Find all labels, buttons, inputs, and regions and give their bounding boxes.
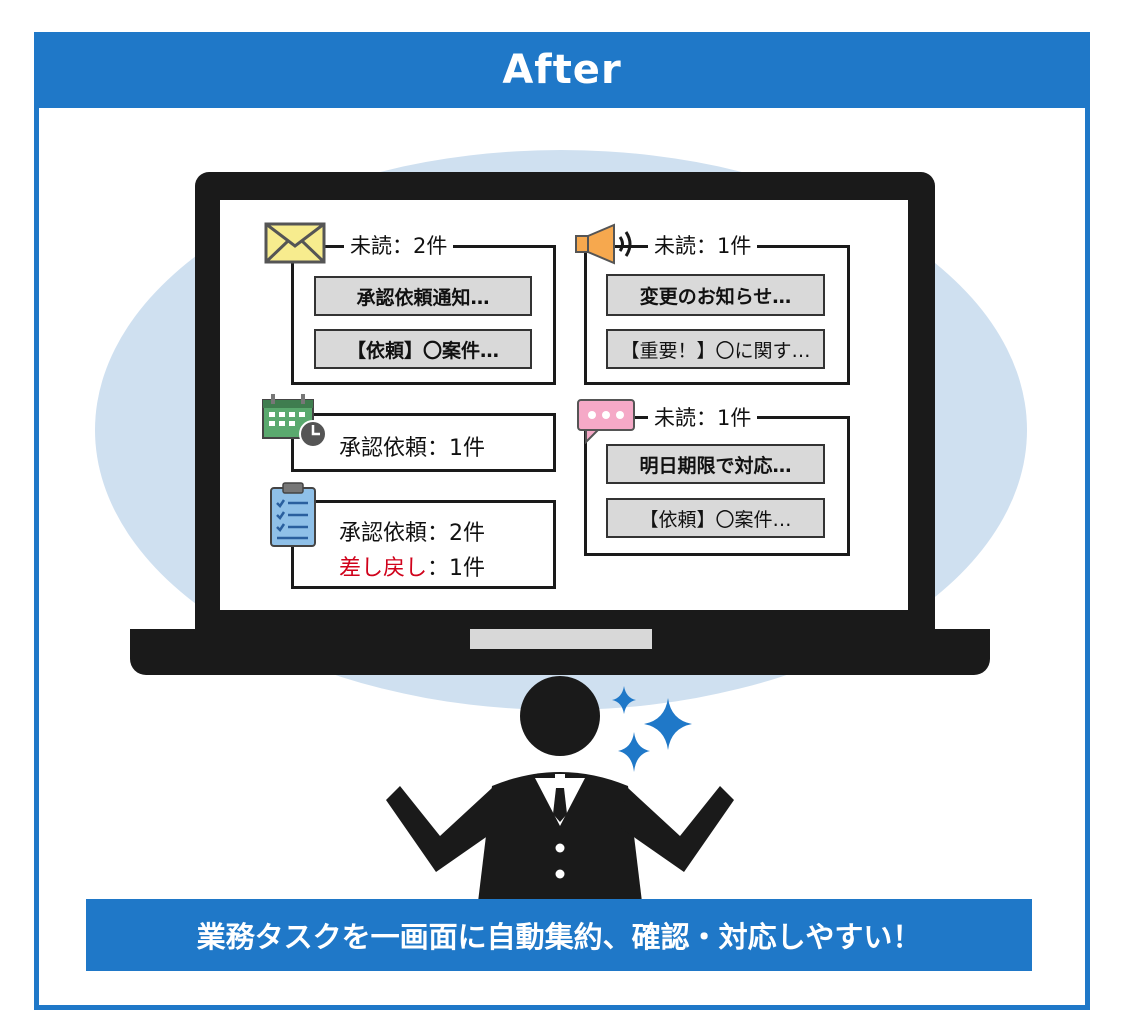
- tasks-returned-line: 差し戻し：1件: [339, 550, 485, 582]
- clipboard-checklist-icon: [270, 482, 316, 547]
- chat-item-1[interactable]: 明日期限で対応…: [606, 444, 825, 484]
- chat-bubble-icon: [577, 399, 635, 444]
- envelope-icon: [264, 222, 326, 264]
- laptop-trackpad: [470, 629, 652, 649]
- after-header: After: [34, 32, 1090, 108]
- megaphone-icon: [575, 223, 632, 265]
- announce-unread-label: 未読：1件: [648, 234, 758, 258]
- tasks-approval-text: 承認依頼：2件: [339, 521, 485, 546]
- summary-banner: 業務タスクを一画面に自動集約、確認・対応しやすい！: [86, 899, 1032, 971]
- calendar-panel: [291, 413, 556, 472]
- chat-item-2[interactable]: 【依頼】〇案件…: [606, 498, 825, 538]
- calendar-clock-icon: [262, 394, 327, 448]
- tasks-returned-label: 差し戻し: [339, 556, 428, 581]
- chat-unread-label: 未読：1件: [648, 406, 758, 430]
- announce-item-2[interactable]: 【重要！】〇に関す…: [606, 329, 825, 369]
- announce-item-1[interactable]: 変更のお知らせ…: [606, 274, 825, 316]
- tasks-returned-count: ：1件: [427, 556, 486, 581]
- calendar-approval-text: 承認依頼：1件: [339, 436, 485, 461]
- mail-item-2[interactable]: 【依頼】〇案件…: [314, 329, 532, 369]
- businessman-figure: [386, 676, 734, 902]
- mail-unread-label: 未読：2件: [344, 234, 454, 258]
- mail-item-1[interactable]: 承認依頼通知…: [314, 276, 532, 316]
- sparkle-icon: [612, 686, 692, 772]
- tasks-panel: [291, 500, 556, 589]
